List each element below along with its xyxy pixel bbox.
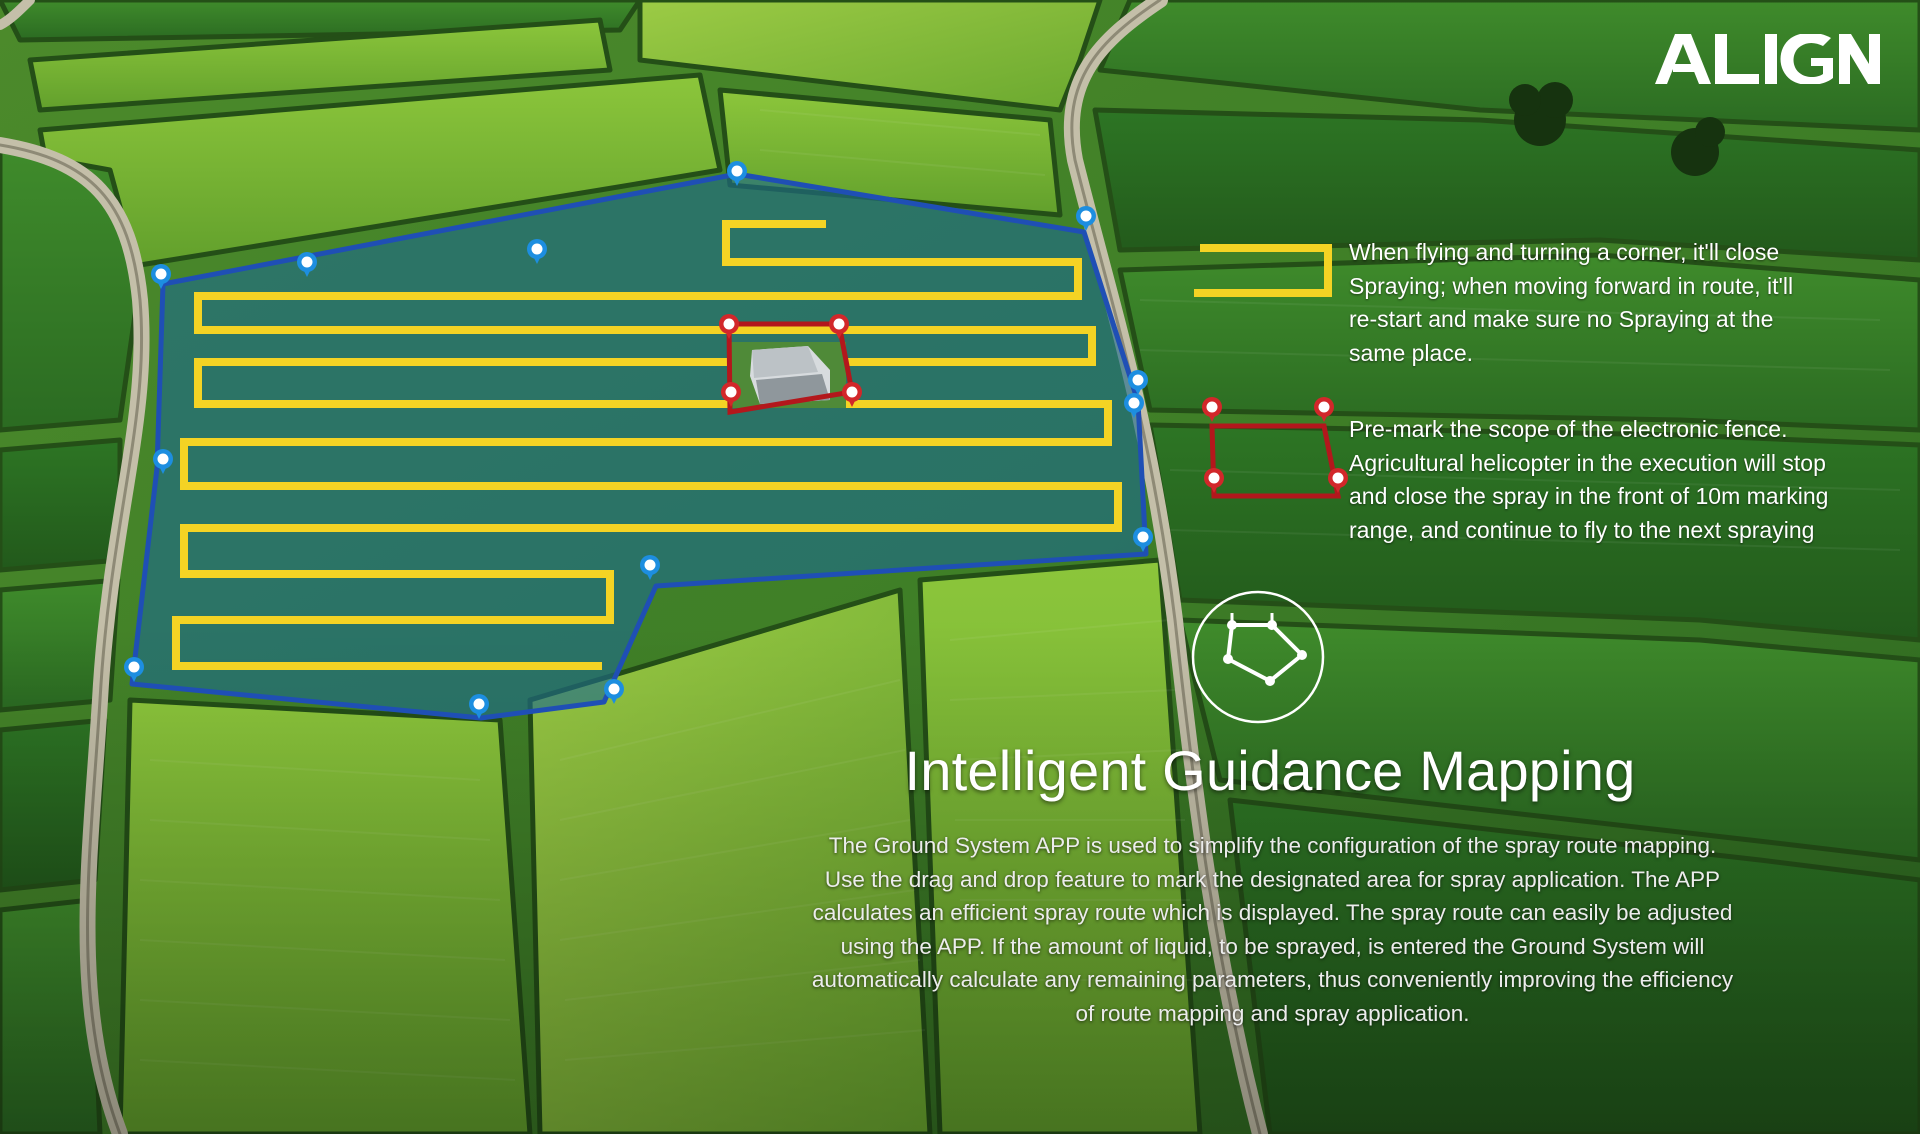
fence-marker[interactable]: [842, 382, 862, 407]
fence-marker[interactable]: [1328, 468, 1348, 493]
waypoint-marker[interactable]: [153, 449, 173, 474]
waypoint-marker[interactable]: [469, 694, 489, 719]
waypoint-marker[interactable]: [1124, 393, 1144, 418]
description-line: automatically calculate any remaining pa…: [811, 967, 1734, 993]
waypoint-marker[interactable]: [297, 252, 317, 277]
waypoint-markers[interactable]: [124, 161, 1153, 719]
electronic-fence-note: Pre-mark the scope of the electronic fen…: [1349, 416, 1829, 543]
spray-route[interactable]: [172, 220, 1122, 670]
description-line: using the APP. If the amount of liquid, …: [840, 933, 1705, 959]
fence-markers[interactable]: [719, 314, 1348, 493]
waypoint-marker[interactable]: [727, 161, 747, 186]
polygon-map-icon: [1191, 590, 1325, 724]
waypoint-marker[interactable]: [124, 657, 144, 682]
waypoint-marker[interactable]: [1128, 370, 1148, 395]
description-line: Use the drag and drop feature to mark th…: [824, 866, 1721, 892]
waypoint-marker[interactable]: [1133, 527, 1153, 552]
waypoint-marker[interactable]: [604, 679, 624, 704]
waypoint-marker[interactable]: [151, 264, 171, 289]
turning-spray-note: When flying and turning a corner, it'll …: [1349, 239, 1794, 366]
fence-marker[interactable]: [1202, 397, 1222, 422]
waypoint-marker[interactable]: [640, 555, 660, 580]
fence-marker[interactable]: [721, 382, 741, 407]
legend-route-sample: [1194, 244, 1332, 297]
align-logo: [1655, 34, 1880, 84]
description-line: calculates an efficient spray route whic…: [812, 900, 1733, 926]
fence-marker[interactable]: [719, 314, 739, 339]
waypoint-marker[interactable]: [1076, 206, 1096, 231]
description-line: of route mapping and spray application.: [1075, 1000, 1470, 1026]
fence-marker[interactable]: [829, 314, 849, 339]
description-line: The Ground System APP is used to simplif…: [828, 833, 1717, 858]
page-title: Intelligent Guidance Mapping: [904, 739, 1636, 802]
waypoint-marker[interactable]: [527, 239, 547, 264]
fence-marker[interactable]: [1204, 468, 1224, 493]
fence-marker[interactable]: [1314, 397, 1334, 422]
description: The Ground System APP is used to simplif…: [735, 829, 1810, 1031]
